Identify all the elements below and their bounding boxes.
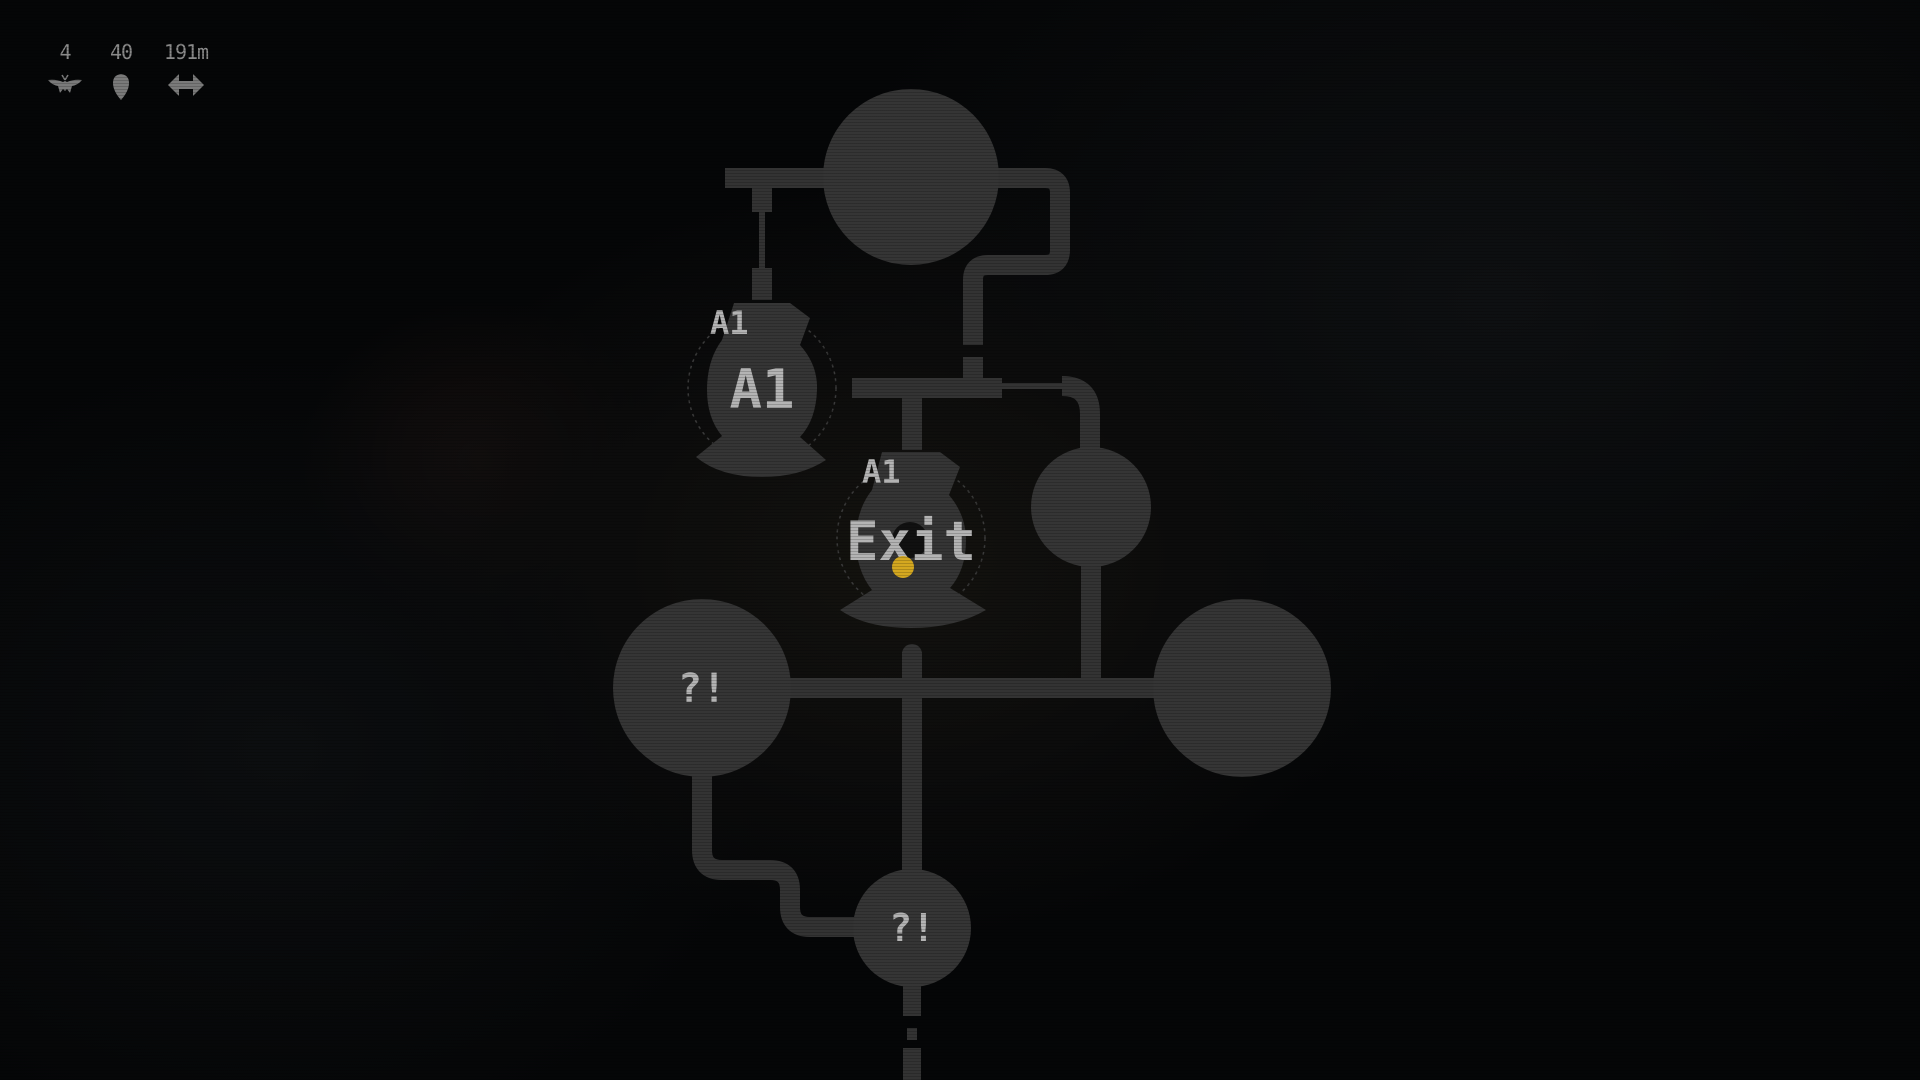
room-bottom-unknown[interactable]: ?! [853,869,971,987]
room-right-large[interactable] [1153,599,1331,777]
hud-drop-counter: 40 [86,40,156,100]
pipes [692,168,1242,1080]
hud-moth-counter: 4 [30,40,100,96]
moth-icon [48,74,82,93]
hud-distance: 191m [151,40,221,96]
exit-shadow [892,522,928,558]
distance-value: 191m [163,40,209,64]
room-exit[interactable]: A1 Exit [836,452,986,628]
pipe-right-descender [1061,376,1100,450]
drop-icon [113,74,129,100]
room-top[interactable] [823,89,999,265]
a1-room-label: A1 [729,358,794,421]
exit-room-tag: A1 [862,453,901,491]
a1-room-shape [696,303,826,477]
bottom-unknown-label: ?! [889,906,935,950]
a1-room-tag: A1 [710,304,749,342]
rooms: A1 A1 A1 Exit ?! ?! [613,89,1331,987]
room-a1[interactable]: A1 A1 [687,300,837,477]
horizontal-arrows-icon [168,74,204,96]
left-unknown-label: ?! [678,666,726,712]
drop-count: 40 [109,40,133,64]
room-left-unknown[interactable]: ?! [613,599,791,777]
hud-stats: 4 40 191m [30,40,240,110]
pipe-top-right-loop [963,168,1070,345]
player-location-marker [892,556,914,578]
room-right-small[interactable] [1031,447,1151,567]
pipe-lower-left [692,760,870,937]
moth-count: 4 [59,40,71,64]
